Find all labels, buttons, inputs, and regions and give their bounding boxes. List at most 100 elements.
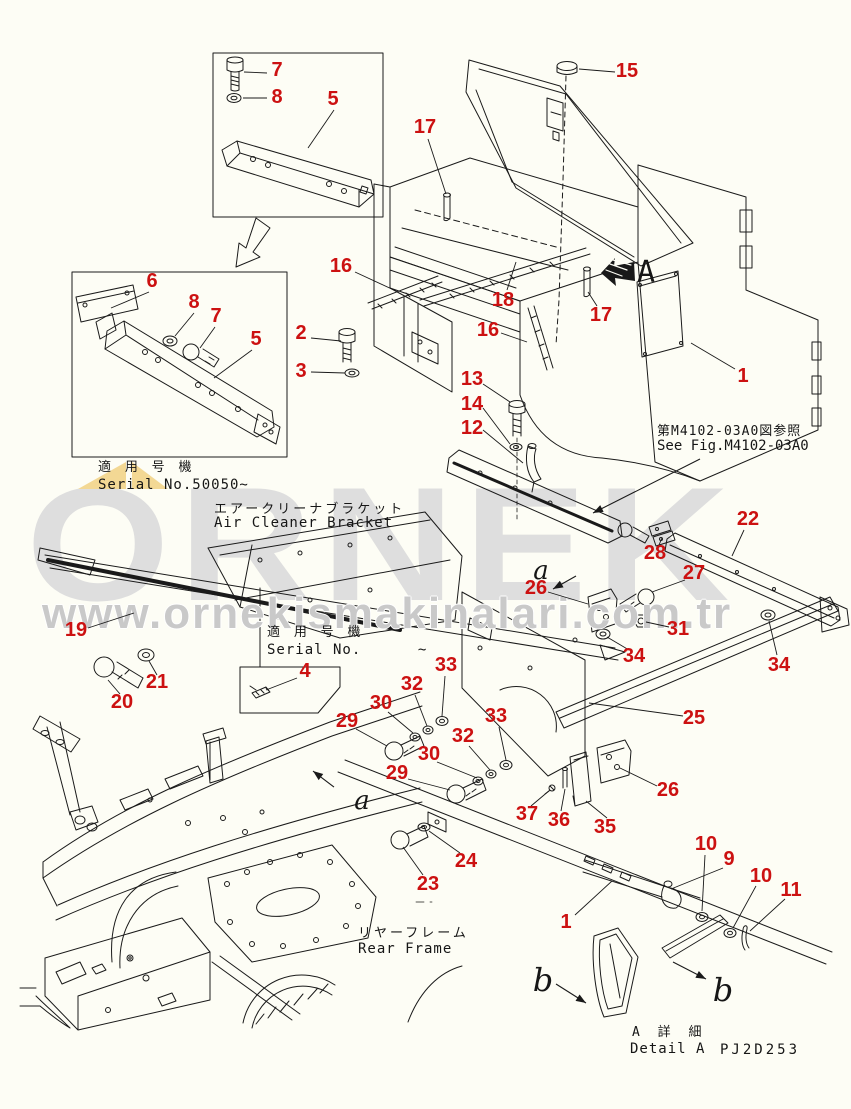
bolt-27-art [619, 588, 655, 613]
callout-21: 21 [145, 671, 169, 693]
air-cleaner-label-jp: エアークリーナブラケット [214, 502, 406, 517]
pin-17b-art [583, 266, 591, 298]
air-cleaner-label-en: Air Cleaner Bracket [214, 515, 394, 531]
clip-4-art [249, 685, 271, 699]
see-fig-label-jp: 第M4102-03A0図参照 [657, 424, 802, 439]
washer-13-art [509, 443, 523, 451]
pin-36-art [562, 767, 568, 789]
washer-8b-art [162, 335, 178, 347]
plate-6-art [75, 284, 139, 323]
washer-3-art [344, 368, 360, 378]
rear-frame-art [19, 691, 463, 1031]
bolt-20-art [93, 656, 144, 689]
callout-14: 14 [460, 393, 484, 415]
callout-19: 19 [64, 619, 88, 641]
callout-30: 30 [417, 743, 441, 765]
view-marker-b: b [712, 971, 734, 1009]
callout-28: 28 [643, 542, 667, 564]
rear-frame-label-jp: リヤーフレーム [358, 926, 469, 941]
watermark-yellow-triangles [78, 462, 168, 489]
bracket-5-art [221, 140, 375, 208]
fastener-23-24 [390, 811, 447, 850]
view-marker-b: b [532, 961, 554, 999]
callout-26: 26 [524, 577, 548, 599]
callout-17: 17 [589, 304, 613, 326]
left-panel-art [373, 183, 453, 393]
view-marker-a: a [354, 786, 370, 816]
callout-37: 37 [515, 803, 539, 825]
hook-12-art [525, 443, 542, 493]
washer-8-art [226, 93, 242, 103]
view-marker-A: A [636, 255, 656, 290]
serial1-label-jp: 適 用 号 機 [98, 460, 195, 475]
bar-13-art [446, 449, 650, 544]
callout-25: 25 [682, 707, 706, 729]
bracket-26b-art [596, 739, 632, 784]
callout-34: 34 [767, 654, 791, 676]
rail-16b-art [527, 305, 554, 371]
callout-10: 10 [749, 865, 773, 887]
rail-16a-art [367, 275, 443, 310]
callout-20: 20 [110, 691, 134, 713]
fastener-row-a [384, 716, 449, 761]
callout-6: 6 [146, 270, 158, 292]
plate-35-art [569, 751, 592, 807]
callout-5: 5 [250, 328, 262, 350]
callout-26: 26 [656, 779, 680, 801]
rail-19-art [37, 547, 626, 661]
direction-arrow-outline [235, 217, 271, 268]
serial2-label-en: Serial No. ~ [267, 642, 428, 658]
fastener-row-b [446, 760, 513, 804]
air-cleaner-plate-art [207, 511, 463, 639]
detail-box-4 [239, 666, 341, 714]
callout-33: 33 [484, 705, 508, 727]
callout-8: 8 [271, 86, 283, 108]
callout-33: 33 [434, 654, 458, 676]
pin-17a-art [443, 192, 451, 222]
detail-a-art [582, 859, 750, 1018]
callout-24: 24 [454, 850, 478, 872]
callout-16: 16 [476, 319, 500, 341]
callout-22: 22 [736, 508, 760, 530]
callout-32: 32 [400, 673, 424, 695]
callout-10: 10 [694, 833, 718, 855]
callout-12: 12 [460, 417, 484, 439]
screw-37-art [544, 784, 556, 795]
callout-34: 34 [622, 645, 646, 667]
callout-2: 2 [295, 322, 307, 344]
callout-9: 9 [723, 848, 735, 870]
callout-29: 29 [385, 762, 409, 784]
washer-34a-art [595, 628, 611, 640]
detail-box-1 [212, 52, 384, 218]
callout-15: 15 [615, 60, 639, 82]
callout-17: 17 [413, 116, 437, 138]
callout-13: 13 [460, 368, 484, 390]
view-marker-a: a [533, 556, 549, 586]
callout-27: 27 [682, 562, 706, 584]
washer-34b-art [760, 609, 776, 621]
callout-7: 7 [210, 305, 222, 327]
hood-lid-art [465, 59, 694, 267]
bolt-2-art [338, 328, 356, 363]
serial1-label-en: Serial No.50050~ [98, 477, 249, 493]
callout-29: 29 [335, 710, 359, 732]
callout-32: 32 [451, 725, 475, 747]
figure-code: PJ2D253 [720, 1042, 801, 1058]
callout-31: 31 [666, 618, 690, 640]
callout-18: 18 [491, 289, 515, 311]
callout-3: 3 [295, 360, 307, 382]
detail-box-2 [71, 271, 288, 458]
bracket-5b-art [95, 312, 281, 445]
nut-31-art [633, 614, 649, 628]
see-fig-label-en: See Fig.M4102-03A0 [657, 438, 809, 454]
watermark-url-text: www.ornekismakinalari.com.tr [42, 589, 733, 638]
serial2-label-jp: 適 用 号 機 [267, 625, 364, 640]
bolt-7b-art [182, 343, 220, 368]
callout-7: 7 [271, 59, 283, 81]
callout-1: 1 [737, 365, 749, 387]
callout-23: 23 [416, 873, 440, 895]
callout-35: 35 [593, 816, 617, 838]
cross-member-art [461, 591, 839, 777]
